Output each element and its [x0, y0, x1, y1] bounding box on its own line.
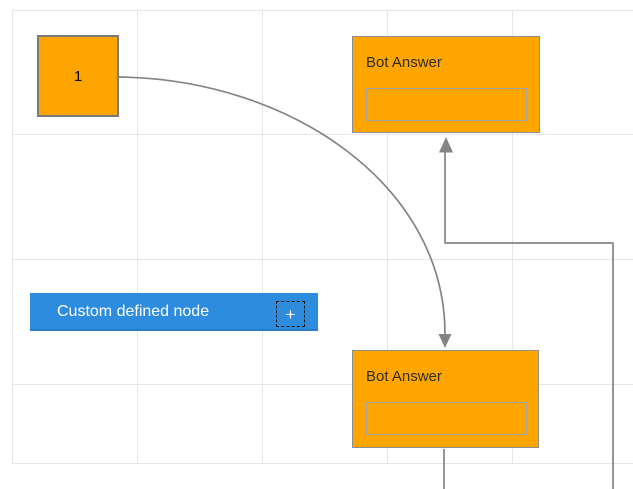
connector-start-to-bottom-answer[interactable] [118, 76, 452, 348]
connector-bottom-answer-to-top-answer[interactable] [439, 137, 614, 489]
node-bot-answer-bottom[interactable]: Bot Answer [352, 350, 539, 448]
node-custom-defined[interactable]: Custom defined node + [30, 293, 318, 331]
bot-answer-top-title: Bot Answer [366, 54, 442, 71]
bot-answer-bottom-title: Bot Answer [366, 368, 442, 385]
bot-answer-top-field[interactable] [366, 88, 527, 121]
plus-icon: + [285, 304, 296, 324]
custom-node-label: Custom defined node [57, 303, 210, 320]
bot-answer-bottom-field[interactable] [366, 402, 527, 435]
arrowhead-up-icon [439, 137, 453, 153]
node-bot-answer-top[interactable]: Bot Answer [352, 36, 540, 133]
add-port-button[interactable]: + [276, 301, 305, 327]
arrowhead-down-icon [438, 334, 452, 348]
node-start-label: 1 [73, 67, 83, 85]
node-start[interactable]: 1 [37, 35, 119, 117]
